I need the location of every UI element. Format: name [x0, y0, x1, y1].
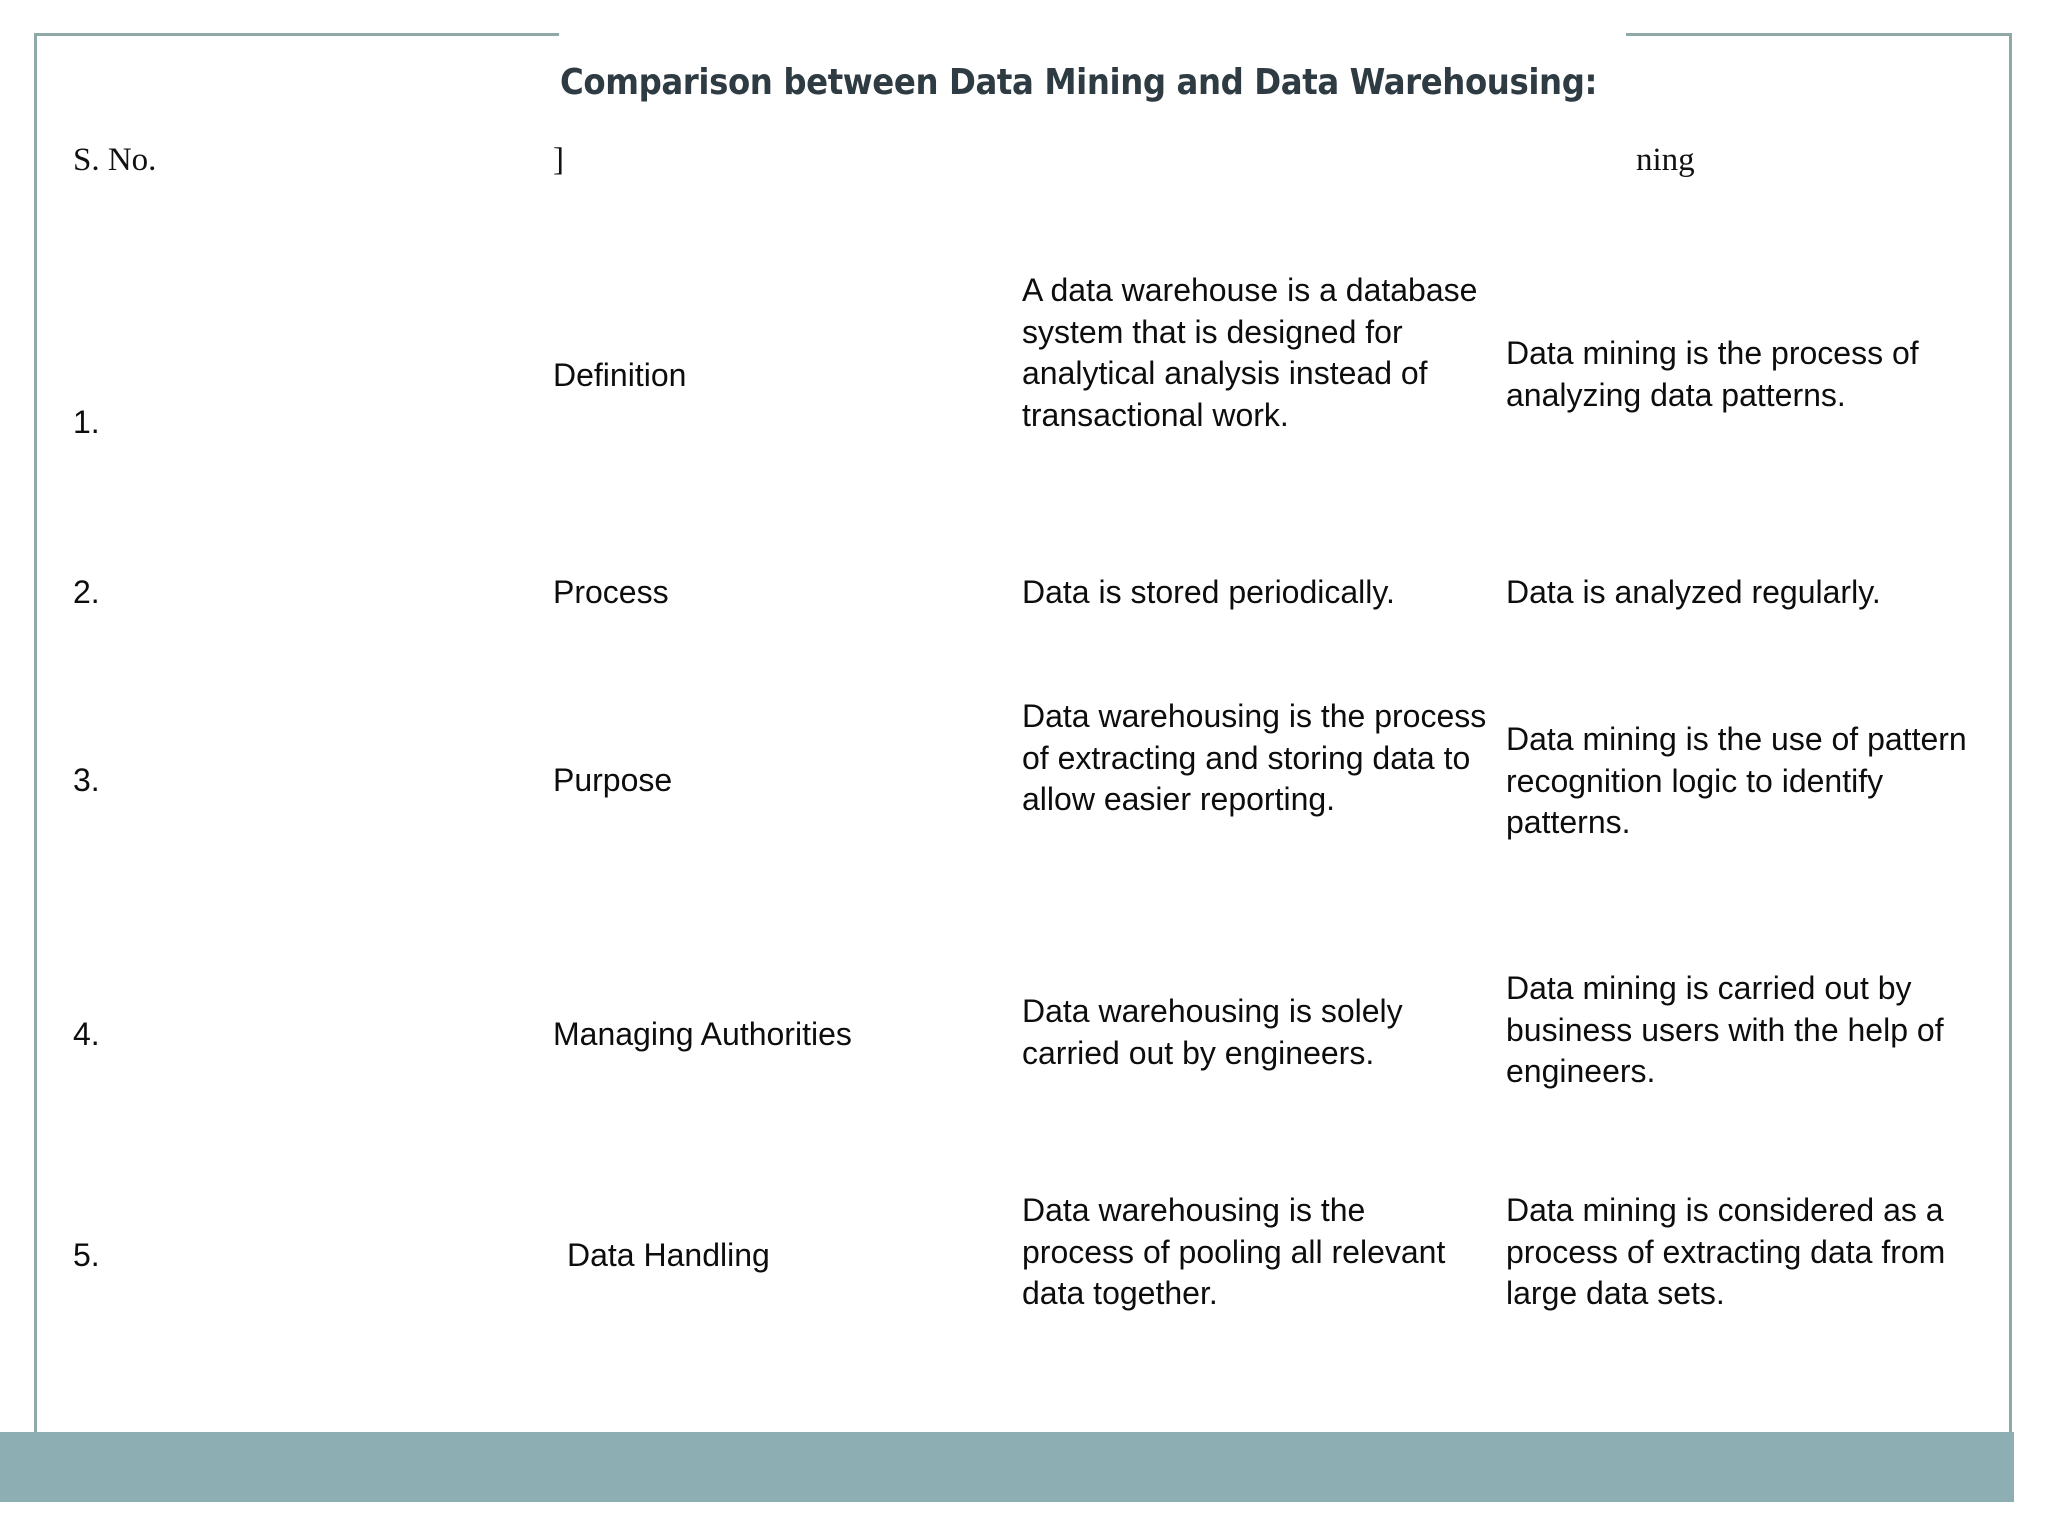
table-row: Definition	[553, 357, 687, 393]
table-header-sno: S. No.	[73, 142, 157, 178]
table-row: 1.	[73, 404, 100, 440]
table-row: 4.	[73, 1016, 100, 1052]
table-row: Data mining is the use of pattern recogn…	[1506, 721, 1967, 841]
table-row: Purpose	[553, 762, 673, 798]
table-row: Data mining is carried out by business u…	[1506, 970, 1944, 1090]
table-row: 5.	[73, 1237, 100, 1273]
bottom-accent-bar	[0, 1432, 2014, 1502]
table-row: Managing Authorities	[553, 1016, 852, 1052]
table-row: Process	[553, 574, 669, 610]
frame-right-border	[2009, 33, 2012, 1433]
table-header-parameter: ]	[553, 142, 564, 178]
table-row: Data warehousing is the process of pooli…	[1022, 1192, 1446, 1312]
table-row: Data is stored periodically.	[1022, 574, 1395, 610]
table-header-mining: ning	[1636, 142, 1695, 178]
table-row: A data warehouse is a database system th…	[1022, 272, 1478, 433]
frame-top-left-segment	[34, 33, 559, 36]
table-row: 3.	[73, 762, 100, 798]
table-row: Data warehousing is the process of extra…	[1022, 698, 1487, 818]
slide-title: Comparison between Data Mining and Data …	[560, 62, 1598, 103]
table-row: Data is analyzed regularly.	[1506, 574, 1881, 610]
table-row: Data mining is considered as a process o…	[1506, 1192, 1946, 1312]
table-row: Data warehousing is solely carried out b…	[1022, 993, 1403, 1071]
table-row: 2.	[73, 574, 100, 610]
table-row: Data Handling	[567, 1237, 770, 1273]
frame-left-border	[34, 33, 37, 1433]
table-row: Data mining is the process of analyzing …	[1506, 335, 1919, 413]
frame-top-right-segment	[1626, 33, 2012, 36]
